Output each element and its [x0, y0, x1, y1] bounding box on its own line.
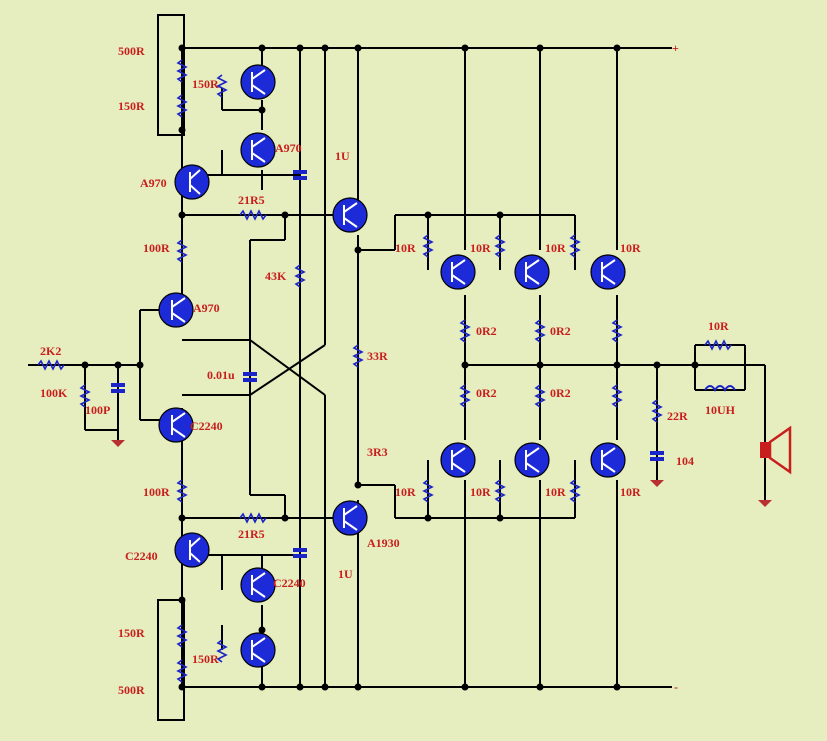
negative-rail-terminal: - — [674, 680, 678, 694]
label-150r-bot-mid: 150R — [192, 652, 219, 666]
label-c2240-mid: C2240 — [273, 576, 306, 590]
label-100r-bot: 100R — [143, 485, 170, 499]
label-10r-top-1: 10R — [395, 241, 416, 255]
resistors — [37, 59, 732, 683]
label-1u-bot: 1U — [338, 567, 353, 581]
label-43k: 43K — [265, 269, 287, 283]
label-100k: 100K — [40, 386, 68, 400]
label-10r-bot-3: 10R — [545, 485, 566, 499]
label-10uh: 10UH — [705, 403, 736, 417]
label-100p: 100P — [85, 403, 110, 417]
label-104: 104 — [676, 454, 694, 468]
label-2k2: 2K2 — [40, 344, 61, 358]
speaker-icon — [760, 425, 792, 475]
output-inductor — [704, 385, 736, 392]
transistor-icon — [332, 500, 368, 536]
bias-resistor-box-top — [157, 14, 185, 136]
label-22r: 22R — [667, 409, 688, 423]
label-10r-top-2: 10R — [470, 241, 491, 255]
junctions — [81, 44, 699, 691]
capacitors — [111, 170, 664, 558]
transistor-icon — [514, 442, 550, 478]
transistors — [158, 64, 626, 668]
transistor-icon — [240, 567, 276, 603]
label-10r-bot-4: 10R — [620, 485, 641, 499]
label-a970-top: A970 — [275, 141, 302, 155]
label-0r2-bot-2: 0R2 — [550, 386, 571, 400]
label-150r-bot-left: 150R — [118, 626, 145, 640]
label-10r-out: 10R — [708, 319, 729, 333]
label-a970-left: A970 — [140, 176, 167, 190]
label-150r-top-mid: 150R — [192, 77, 219, 91]
transistor-icon — [158, 407, 194, 443]
label-0r2-top-1: 0R2 — [476, 324, 497, 338]
label-c2240-in: C2240 — [190, 419, 223, 433]
transistor-icon — [514, 254, 550, 290]
label-10r-top-3: 10R — [545, 241, 566, 255]
label-33r: 33R — [367, 349, 388, 363]
transistor-icon — [590, 442, 626, 478]
transistor-icon — [174, 532, 210, 568]
positive-rail-terminal: + — [672, 41, 679, 55]
label-500r-top: 500R — [118, 44, 145, 58]
label-10r-bot-1: 10R — [395, 485, 416, 499]
label-100r-top: 100R — [143, 241, 170, 255]
bias-resistor-box-bottom — [157, 599, 185, 721]
ground-symbols — [111, 440, 772, 507]
transistor-icon — [240, 64, 276, 100]
label-0r2-top-2: 0R2 — [550, 324, 571, 338]
label-21r5-bot: 21R5 — [238, 527, 265, 541]
transistor-icon — [440, 442, 476, 478]
label-150r-top-left: 150R — [118, 99, 145, 113]
transistor-icon — [240, 632, 276, 668]
transistor-icon — [158, 292, 194, 328]
label-10r-top-4: 10R — [620, 241, 641, 255]
transistor-icon — [174, 164, 210, 200]
label-21r5-top: 21R5 — [238, 193, 265, 207]
label-a1930: A1930 — [367, 536, 400, 550]
wires — [28, 47, 766, 688]
label-c2240-left: C2240 — [125, 549, 158, 563]
label-a970-mid: A970 — [193, 301, 220, 315]
component-labels: 500R 150R 150R A970 A970 21R5 100R 43K 1… — [40, 44, 736, 697]
label-10r-bot-2: 10R — [470, 485, 491, 499]
label-1u-top: 1U — [335, 149, 350, 163]
label-3r3: 3R3 — [367, 445, 388, 459]
transistor-icon — [590, 254, 626, 290]
label-500r-bot: 500R — [118, 683, 145, 697]
label-0r2-bot-1: 0R2 — [476, 386, 497, 400]
label-001u: 0.01u — [207, 368, 235, 382]
transistor-icon — [240, 132, 276, 168]
transistor-icon — [332, 197, 368, 233]
transistor-icon — [440, 254, 476, 290]
